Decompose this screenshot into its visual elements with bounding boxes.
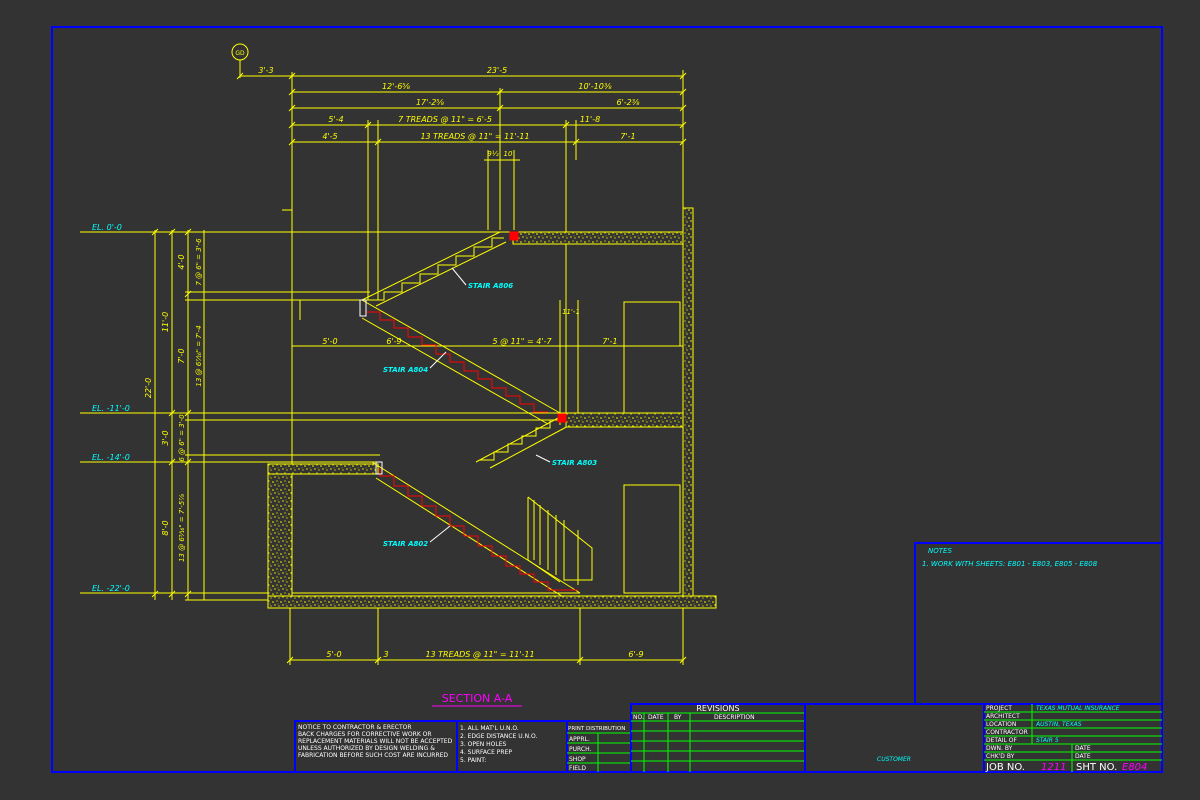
top-dim-11: 13 TREADS @ 11" = 11'-11 xyxy=(420,132,529,141)
general-note-2: 2. EDGE DISTANCE U.N.O. xyxy=(460,733,537,740)
notes-item-1: 1. WORK WITH SHEETS: E801 - E803, E805 -… xyxy=(922,560,1098,568)
top-dim-4: 10'-10⅜ xyxy=(578,82,611,91)
bottom-dim-2: 3 xyxy=(383,650,388,659)
revisions-title: REVISIONS xyxy=(696,704,739,713)
vdim-riser-4: 13 @ 6⁵⁄₁₆" = 7'-5⅞ xyxy=(178,494,186,562)
revisions-header-date: DATE xyxy=(648,714,664,721)
top-dim-12: 7'-1 xyxy=(620,132,635,141)
mid-dim-5: 11'-1 xyxy=(562,308,580,316)
top-dim-3: 12'-6⅝ xyxy=(382,82,410,91)
stair-label-a802: STAIR A802 xyxy=(383,540,428,548)
drawn-by-label: DWN. BY xyxy=(986,745,1013,752)
sheet-no-label: SHT NO. xyxy=(1076,762,1117,773)
vdim-4: 4'-0 xyxy=(177,254,186,269)
print-row-purch: PURCH. xyxy=(569,746,591,753)
bottom-dim-1: 5'-0 xyxy=(326,650,341,659)
mid-dim-2: 6'-9 xyxy=(386,337,401,346)
grid-bubble-label: GD xyxy=(235,50,245,57)
vdim-riser-1: 7 @ 6" = 3'-6 xyxy=(195,238,203,286)
print-row-appr: APPRL. xyxy=(569,736,590,743)
mid-dim-3: 5 @ 11" = 4'-7 xyxy=(492,337,552,346)
architect-label: ARCHITECT xyxy=(986,713,1020,720)
mid-dim-1: 5'-0 xyxy=(322,337,337,346)
date-label-1: DATE xyxy=(1075,745,1091,752)
section-title: SECTION A-A xyxy=(442,692,513,705)
vdim-11: 11'-0 xyxy=(161,312,170,332)
vdim-8: 8'-0 xyxy=(161,520,170,535)
vdim-riser-2: 13 @ 6⁷⁄₁₆" = 7'-4 xyxy=(195,325,203,386)
revisions-header-by: BY xyxy=(674,714,682,721)
notice-line-3: REPLACEMENT MATERIALS WILL NOT BE ACCEPT… xyxy=(298,738,453,745)
top-dim-10: 4'-5 xyxy=(322,132,337,141)
date-label-2: DATE xyxy=(1075,753,1091,760)
stair-label-a806: STAIR A806 xyxy=(468,282,513,290)
project-value: TEXAS MUTUAL INSURANCE xyxy=(1036,705,1120,712)
notice-line-5: FABRICATION BEFORE SUCH COST ARE INCURRE… xyxy=(298,752,448,759)
job-no-value: 1211 xyxy=(1041,762,1066,773)
vdim-3: 3'-0 xyxy=(161,430,170,445)
section-drawing xyxy=(80,43,687,665)
detail-value: STAIR 5 xyxy=(1036,737,1059,744)
revisions-header-description: DESCRIPTION xyxy=(714,714,755,721)
revisions-header-no: NO. xyxy=(633,714,644,721)
notice-line-2: BACK CHARGES FOR CORRECTIVE WORK OR xyxy=(298,731,432,738)
concrete-slabs xyxy=(267,207,717,609)
print-row-shop: SHOP xyxy=(569,756,586,763)
detail-label: DETAIL OF xyxy=(986,737,1017,744)
elevation-14: EL. -14'-0 xyxy=(92,453,130,462)
top-dim-8: 7 TREADS @ 11" = 6'-5 xyxy=(398,115,492,124)
general-note-3: 3. OPEN HOLES xyxy=(460,741,507,748)
checked-by-label: CHK'D BY xyxy=(986,753,1015,760)
bottom-dim-4: 6'-9 xyxy=(628,650,643,659)
sheet-no-value: E804 xyxy=(1122,762,1147,773)
top-dim-1: 3'-3 xyxy=(258,66,273,75)
elevation-22: EL. -22'-0 xyxy=(92,584,130,593)
top-dim-7: 5'-4 xyxy=(328,115,343,124)
vdim-riser-3: 6 @ 6" = 3'-0 xyxy=(178,414,186,462)
stair-label-a803: STAIR A803 xyxy=(552,459,597,467)
stair-treads xyxy=(359,231,578,591)
elevation-11: EL. -11'-0 xyxy=(92,404,130,413)
notice-line-4: UNLESS AUTHORIZED BY DESIGN WELDING & xyxy=(298,745,435,752)
project-label: PROJECT xyxy=(986,705,1012,712)
top-dim-14: 10 xyxy=(504,150,513,158)
general-note-1: 1. ALL MAT'L U.N.O. xyxy=(460,725,519,732)
customer-label: CUSTOMER xyxy=(877,756,911,763)
vdim-7: 7'-0 xyxy=(177,348,186,363)
job-no-label: JOB NO. xyxy=(985,762,1025,773)
stair-label-a804: STAIR A804 xyxy=(383,366,428,374)
contractor-label: CONTRACTOR xyxy=(986,729,1028,736)
vdim-total: 22'-0 xyxy=(144,378,153,398)
title-block xyxy=(294,703,1163,773)
location-label: LOCATION xyxy=(986,721,1016,728)
top-dim-13: 9½ xyxy=(487,150,498,158)
print-distribution-title: PRINT DISTRIBUTION xyxy=(568,726,625,732)
notes-title: NOTES xyxy=(928,547,952,555)
top-dim-9: 11'-8 xyxy=(580,115,600,124)
general-note-4: 4. SURFACE PREP xyxy=(460,749,512,756)
print-row-field: FIELD xyxy=(569,765,586,772)
bottom-dim-3: 13 TREADS @ 11" = 11'-11 xyxy=(425,650,534,659)
mid-dim-4: 7'-1 xyxy=(602,337,617,346)
location-value: AUSTIN, TEXAS xyxy=(1035,721,1082,728)
top-dim-5: 17'-2⅝ xyxy=(416,98,444,107)
top-dim-2: 23'-5 xyxy=(487,66,507,75)
top-dim-6: 6'-2⅜ xyxy=(616,98,639,107)
elevation-0: EL. 0'-0 xyxy=(92,223,122,232)
general-note-5: 5. PAINT: xyxy=(460,757,486,764)
notice-line-1: NOTICE TO CONTRACTOR & ERECTOR xyxy=(298,724,412,731)
